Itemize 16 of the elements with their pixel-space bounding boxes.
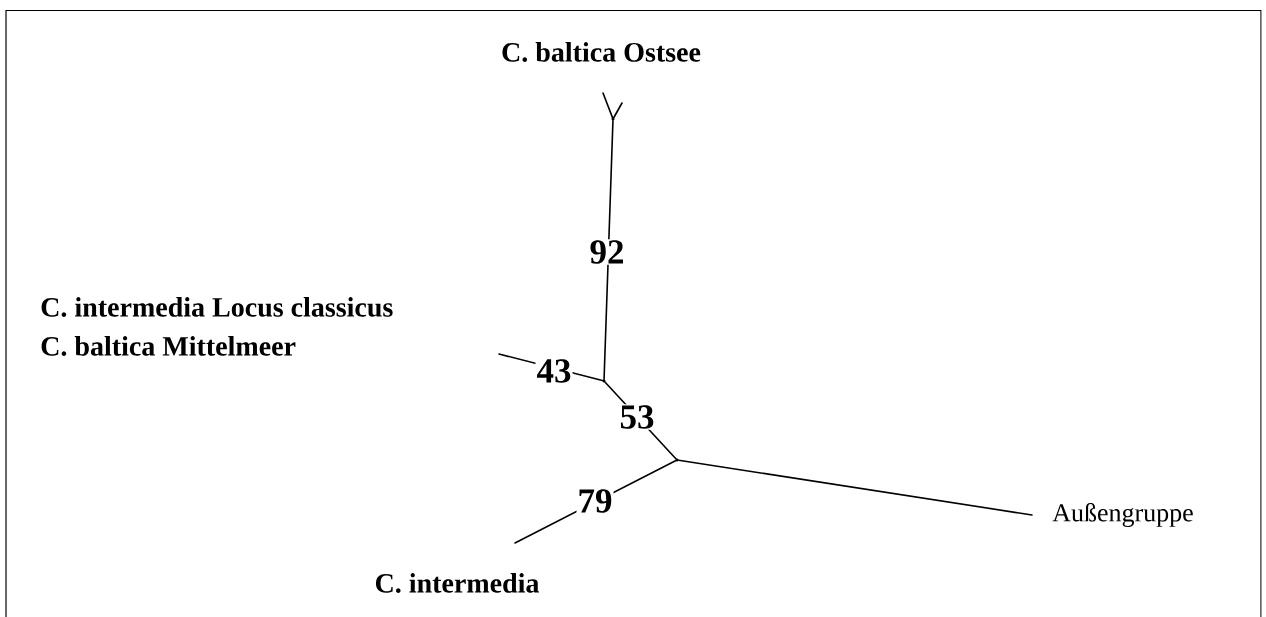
taxon-label: Außengruppe [1052, 503, 1193, 527]
bootstrap-value: 43 [535, 358, 573, 384]
bootstrap-value: 79 [576, 488, 614, 514]
branch-point [602, 379, 606, 383]
branch-line [613, 102, 623, 119]
branch-point [611, 117, 615, 121]
branch-line [602, 92, 614, 119]
bootstrap-value: 53 [618, 404, 656, 430]
taxon-label: C. intermedia Locus classicus [41, 297, 393, 317]
branch-line [677, 459, 1033, 516]
taxon-label: C. baltica Ostsee [502, 42, 701, 62]
taxon-label: C. baltica Mittelmeer [41, 336, 296, 356]
branch-point [675, 458, 679, 462]
bootstrap-value: 92 [588, 239, 626, 265]
taxon-label: C. intermedia [375, 573, 539, 593]
branch-line [603, 119, 614, 381]
